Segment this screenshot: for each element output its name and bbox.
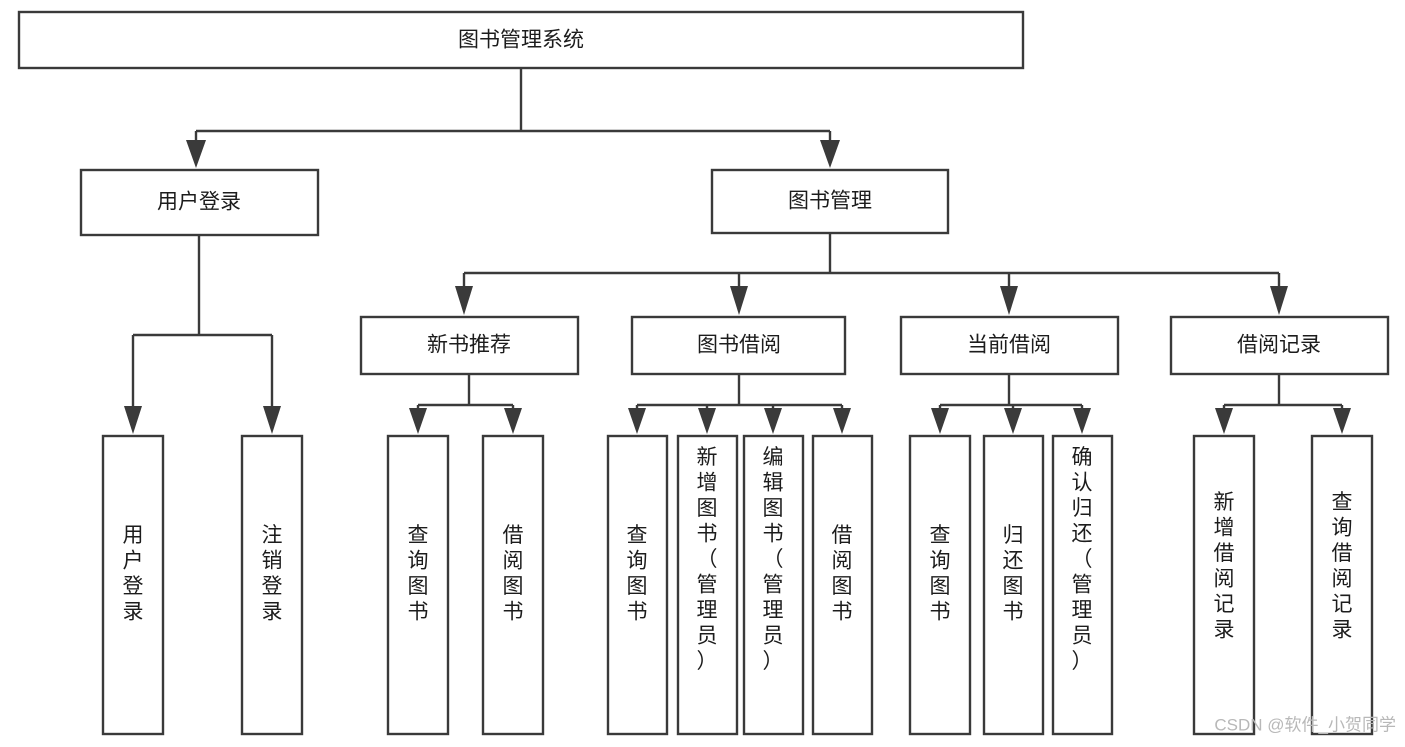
arrow-head-leaf-edit-book-admin (764, 408, 782, 434)
node-leaf-return-book[interactable]: 归还图书 (982, 434, 1045, 736)
node-borrow-record[interactable]: 借阅记录 (1169, 315, 1390, 376)
node-leaf-query-book-current-label: 查询图书 (930, 524, 951, 624)
node-leaf-borrow-book-box[interactable] (811, 434, 874, 736)
node-book-borrow-label: 图书借阅 (697, 334, 781, 357)
node-borrow-record-box[interactable] (1169, 315, 1390, 376)
arrow-head-leaf-add-book-admin (698, 408, 716, 434)
connector-layer (124, 68, 1351, 434)
node-leaf-add-borrow-record-label: 新增借阅记录 (1214, 491, 1235, 642)
node-leaf-add-borrow-record-box[interactable] (1192, 434, 1256, 736)
node-leaf-query-book-borrow[interactable]: 查询图书 (606, 434, 669, 736)
node-leaf-borrow-book-recommend[interactable]: 借阅图书 (481, 434, 545, 736)
node-current-borrow[interactable]: 当前借阅 (899, 315, 1120, 376)
node-leaf-confirm-return-admin-label: 确认归还（管理员） (1072, 446, 1093, 673)
arrow-head-leaf-user-login (124, 406, 142, 434)
node-leaf-return-book-box[interactable] (982, 434, 1045, 736)
node-leaf-borrow-book-recommend-box[interactable] (481, 434, 545, 736)
node-leaf-user-login-label: 用户登录 (123, 524, 144, 624)
node-user-login[interactable]: 用户登录 (79, 168, 320, 237)
node-leaf-borrow-book[interactable]: 借阅图书 (811, 434, 874, 736)
node-leaf-confirm-return-admin-box[interactable] (1051, 434, 1114, 736)
node-leaf-query-book-borrow-box[interactable] (606, 434, 669, 736)
node-book-management-box[interactable] (710, 168, 950, 235)
arrow-head-leaf-logout-login (263, 406, 281, 434)
node-leaf-query-borrow-record[interactable]: 查询借阅记录 (1310, 434, 1374, 736)
csdn-watermark: CSDN @软件_小贺同学 (1214, 715, 1396, 734)
arrow-head-leaf-confirm-return-admin (1073, 408, 1091, 434)
node-leaf-user-login[interactable]: 用户登录 (101, 434, 165, 736)
node-leaf-logout-login-box[interactable] (240, 434, 304, 736)
node-book-borrow[interactable]: 图书借阅 (630, 315, 847, 376)
node-new-book-recommend-box[interactable] (359, 315, 580, 376)
node-current-borrow-label: 当前借阅 (967, 334, 1051, 357)
node-leaf-logout-login[interactable]: 注销登录 (240, 434, 304, 736)
node-leaf-query-book-current-box[interactable] (908, 434, 972, 736)
arrow-head-leaf-borrow-book-recommend (504, 408, 522, 434)
node-user-login-box[interactable] (79, 168, 320, 237)
arrow-head-book-borrow (730, 286, 748, 315)
node-leaf-add-book-admin-box[interactable] (676, 434, 739, 736)
node-leaf-query-book-current[interactable]: 查询图书 (908, 434, 972, 736)
node-leaf-confirm-return-admin[interactable]: 确认归还（管理员） (1051, 434, 1114, 736)
node-leaf-add-borrow-record[interactable]: 新增借阅记录 (1192, 434, 1256, 736)
arrow-head-leaf-query-book-borrow (628, 408, 646, 434)
arrow-head-leaf-query-book-current (931, 408, 949, 434)
node-new-book-recommend[interactable]: 新书推荐 (359, 315, 580, 376)
arrow-head-new-book-recommend (455, 286, 473, 315)
node-root[interactable]: 图书管理系统 (17, 10, 1025, 70)
node-book-management-label: 图书管理 (788, 190, 872, 213)
arrow-head-leaf-query-book-recommend (409, 408, 427, 434)
node-leaf-edit-book-admin-label: 编辑图书（管理员） (763, 446, 784, 673)
node-leaf-edit-book-admin[interactable]: 编辑图书（管理员） (742, 434, 805, 736)
node-leaf-query-borrow-record-label: 查询借阅记录 (1332, 491, 1353, 642)
node-root-box[interactable] (17, 10, 1025, 70)
node-new-book-recommend-label: 新书推荐 (427, 334, 511, 357)
node-borrow-record-label: 借阅记录 (1237, 334, 1321, 357)
arrow-head-borrow-record (1270, 286, 1288, 315)
node-root-label: 图书管理系统 (458, 29, 584, 52)
node-leaf-query-book-recommend[interactable]: 查询图书 (386, 434, 450, 736)
node-user-login-label: 用户登录 (157, 191, 241, 214)
node-leaf-add-book-admin-label: 新增图书（管理员） (697, 446, 718, 673)
node-leaf-query-book-recommend-label: 查询图书 (408, 524, 429, 624)
arrow-head-leaf-query-borrow-record (1333, 408, 1351, 434)
node-leaf-query-book-borrow-label: 查询图书 (627, 524, 648, 624)
node-leaf-edit-book-admin-box[interactable] (742, 434, 805, 736)
node-leaf-query-book-recommend-box[interactable] (386, 434, 450, 736)
arrow-head-leaf-return-book (1004, 408, 1022, 434)
node-leaf-query-borrow-record-box[interactable] (1310, 434, 1374, 736)
node-leaf-borrow-book-label: 借阅图书 (832, 524, 853, 624)
arrow-head-user-login (186, 140, 206, 168)
node-leaf-borrow-book-recommend-label: 借阅图书 (503, 524, 524, 624)
node-leaf-add-book-admin[interactable]: 新增图书（管理员） (676, 434, 739, 736)
arrow-head-leaf-add-borrow-record (1215, 408, 1233, 434)
node-book-management[interactable]: 图书管理 (710, 168, 950, 235)
node-leaf-user-login-box[interactable] (101, 434, 165, 736)
arrow-head-current-borrow (1000, 286, 1018, 315)
arrow-head-leaf-borrow-book (833, 408, 851, 434)
node-current-borrow-box[interactable] (899, 315, 1120, 376)
node-leaf-return-book-label: 归还图书 (1003, 524, 1024, 624)
node-leaf-logout-login-label: 注销登录 (262, 524, 283, 624)
node-book-borrow-box[interactable] (630, 315, 847, 376)
arrow-head-book-management (820, 140, 840, 168)
